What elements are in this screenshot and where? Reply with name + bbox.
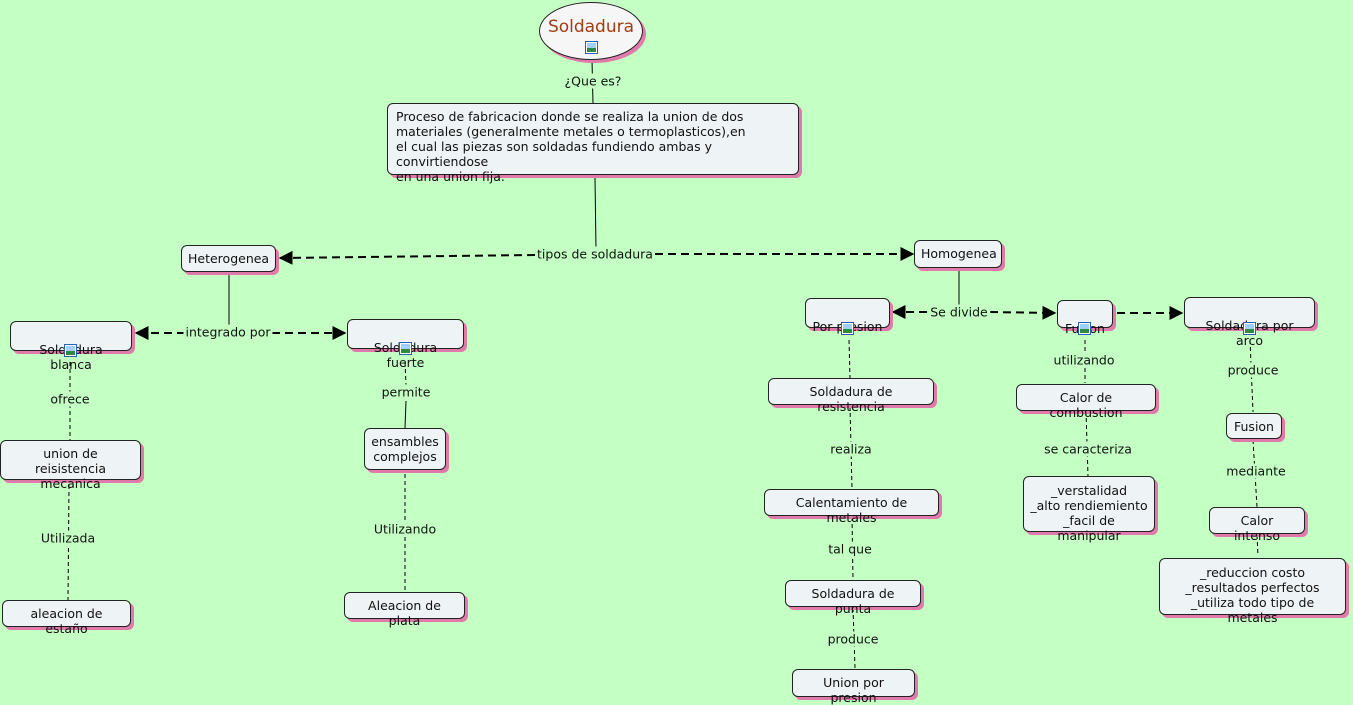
image-icon[interactable]	[585, 41, 598, 54]
link-label-utilizada: Utilizada	[38, 530, 98, 546]
link-label-se-caracteriza: se caracteriza	[1042, 441, 1134, 457]
root-node[interactable]: Soldadura	[539, 2, 643, 60]
link-label-permite: permite	[379, 384, 433, 400]
caracteristicas-node[interactable]: _verstalidad _alto rendiemiento _facil d…	[1023, 476, 1155, 543]
link-label-que-es: ¿Que es?	[562, 73, 624, 89]
aleacion-estano-node[interactable]: aleacion de estaño	[2, 600, 131, 636]
image-icon[interactable]	[64, 344, 77, 357]
link-label-mediante: mediante	[1224, 463, 1288, 479]
soldadura-resistencia-node[interactable]: Soldadura de resistencia	[768, 378, 934, 414]
homogenea-node[interactable]: Homogenea	[914, 240, 1002, 268]
link-label-utilizando: Utilizando	[371, 521, 439, 537]
beneficios-node[interactable]: _reduccion costo _resultados perfectos _…	[1159, 558, 1346, 625]
aleacion-plata-node[interactable]: Aleacion de plata	[344, 592, 465, 628]
link-label-tipos: tipos de soldadura	[535, 246, 655, 262]
link-label-produce-arco: produce	[1225, 362, 1281, 378]
soldadura-blanca-node[interactable]: Soldadura blanca	[10, 321, 132, 372]
fusion-arco-node[interactable]: Fusion	[1226, 413, 1282, 439]
image-icon[interactable]	[841, 322, 854, 335]
link-label-integrado: integrado por	[183, 324, 273, 340]
calor-intenso-node[interactable]: Calor intenso	[1209, 507, 1305, 543]
image-icon[interactable]	[399, 342, 412, 355]
union-presion-node[interactable]: Union por presion	[792, 669, 915, 705]
image-icon[interactable]	[1243, 322, 1256, 335]
soldadura-fuerte-node[interactable]: Soldadura fuerte	[347, 319, 464, 370]
root-title: Soldadura	[547, 17, 635, 37]
link-label-produce: produce	[825, 631, 881, 647]
calor-combustion-node[interactable]: Calor de combustion	[1016, 384, 1156, 420]
link-label-ofrece: ofrece	[48, 391, 92, 407]
calentamiento-node[interactable]: Calentamiento de metales	[764, 489, 939, 525]
soldadura-punta-node[interactable]: Soldadura de punta	[785, 580, 921, 616]
heterogenea-node[interactable]: Heterogenea	[181, 245, 276, 272]
image-icon[interactable]	[1078, 322, 1091, 335]
link-label-se-divide: Se divide	[928, 304, 990, 320]
link-label-tal-que: tal que	[826, 541, 874, 557]
union-resistencia-node[interactable]: union de reisistencia mecanica	[0, 440, 141, 491]
definition-node[interactable]: Proceso de fabricacion donde se realiza …	[387, 103, 799, 184]
link-label-realiza: realiza	[828, 441, 874, 457]
ensambles-node[interactable]: ensambles complejos	[364, 428, 446, 470]
link-label-utilizando-fusion: utilizando	[1051, 352, 1117, 368]
